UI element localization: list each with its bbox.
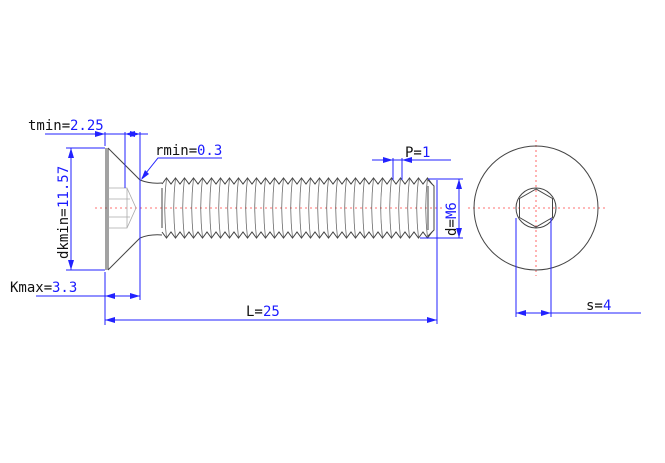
- thread-profile: [161, 177, 433, 185]
- thread-crest-line: [173, 177, 176, 239]
- thread-crest-line: [191, 177, 194, 239]
- thread-crest-line: [245, 177, 248, 239]
- thread-crest-line: [308, 177, 311, 239]
- thread-crest-line: [371, 177, 374, 239]
- thread-crest-line: [218, 177, 221, 239]
- dimension-dkmin: dkmin= 11.57: [56, 147, 105, 271]
- dkmin-value: 11.57: [56, 166, 72, 208]
- thread-crest-line: [263, 177, 266, 239]
- screw-side-view: [105, 147, 435, 271]
- socket-key: s=: [586, 298, 603, 314]
- pitch-key: P=: [405, 145, 422, 161]
- length-value: 25: [263, 304, 280, 320]
- dkmin-key: dkmin=: [56, 208, 72, 259]
- pitch-value: 1: [422, 145, 430, 161]
- thread-crest-line: [398, 177, 401, 239]
- thread-crest-line: [317, 177, 320, 239]
- dimension-length: L= 25: [105, 180, 438, 324]
- thread-crest-line: [353, 177, 356, 239]
- diameter-key: d=: [444, 219, 460, 236]
- dimension-rmin: rmin= 0.3: [141, 143, 222, 180]
- dimension-kmax: Kmax= 3.3: [10, 272, 140, 325]
- thread-crest-line: [299, 177, 302, 239]
- thread-crest-line: [425, 177, 428, 239]
- rmin-key: rmin=: [155, 143, 197, 159]
- thread-crest-line: [182, 177, 185, 239]
- thread-crest-line: [362, 177, 365, 239]
- dimension-socket: s= 4: [515, 218, 641, 317]
- thread-crest-line: [389, 177, 392, 239]
- dimension-diameter: d= M6: [420, 178, 463, 239]
- thread-crest-line: [272, 177, 275, 239]
- thread-crest-line: [200, 177, 203, 239]
- kmax-value: 3.3: [52, 280, 77, 296]
- thread-crest-line: [326, 177, 329, 239]
- tmin-key: tmin=: [28, 118, 70, 134]
- thread-profile: [161, 231, 433, 239]
- thread: [161, 177, 433, 239]
- thread-crest-line: [380, 177, 383, 239]
- thread-crest-line: [209, 177, 212, 239]
- tmin-value: 2.25: [70, 118, 104, 134]
- thread-crest-line: [164, 177, 167, 239]
- thread-crest-line: [335, 177, 338, 239]
- rmin-value: 0.3: [197, 143, 222, 159]
- thread-crest-line: [227, 177, 230, 239]
- thread-crest-line: [236, 177, 239, 239]
- diameter-value: M6: [444, 202, 460, 219]
- thread-crest-line: [416, 177, 419, 239]
- socket-value: 4: [603, 298, 611, 314]
- thread-crest-line: [290, 177, 293, 239]
- thread-crest-line: [407, 177, 410, 239]
- kmax-key: Kmax=: [10, 280, 52, 296]
- screw-end-view: [473, 145, 599, 271]
- thread-crest-line: [344, 177, 347, 239]
- dimension-pitch: P= 1: [372, 145, 451, 180]
- length-key: L=: [246, 304, 263, 320]
- thread-crest-line: [254, 177, 257, 239]
- thread-crest-line: [281, 177, 284, 239]
- socket-outline: [108, 187, 137, 229]
- dimension-tmin: tmin= 2.25: [28, 118, 148, 300]
